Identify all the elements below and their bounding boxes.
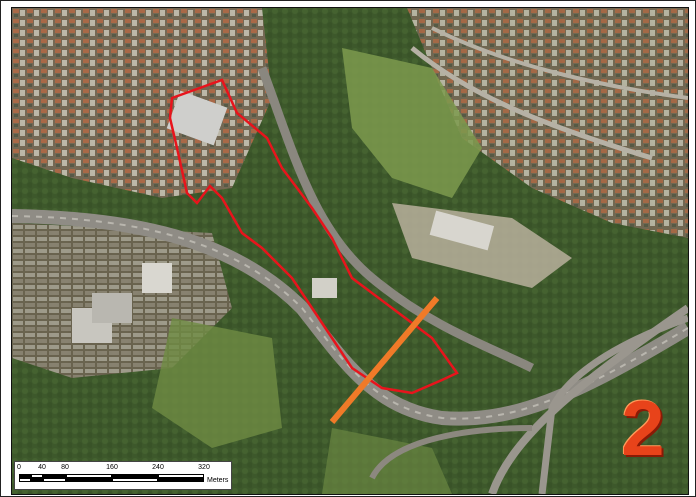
aerial-map[interactable]: 2: [11, 7, 689, 495]
scale-tick-label: 160: [106, 464, 118, 471]
scale-bar-segments: [19, 474, 205, 483]
section-number-label: 2: [621, 384, 665, 472]
scale-tick-label: 240: [152, 464, 164, 471]
scale-tick-label: 80: [61, 464, 69, 471]
urban-area-northwest: [12, 8, 272, 198]
project-boundary: [168, 78, 459, 395]
scale-tick-label: 0: [17, 464, 21, 471]
scale-tick-label: 40: [38, 464, 46, 471]
scale-unit-label: Meters: [207, 477, 229, 484]
cross-section-line: [329, 296, 440, 424]
scale-bar: 0 40 80 160 240 320 Meters: [14, 461, 232, 490]
scale-tick-label: 320: [198, 464, 210, 471]
aerial-imagery: [12, 8, 688, 494]
